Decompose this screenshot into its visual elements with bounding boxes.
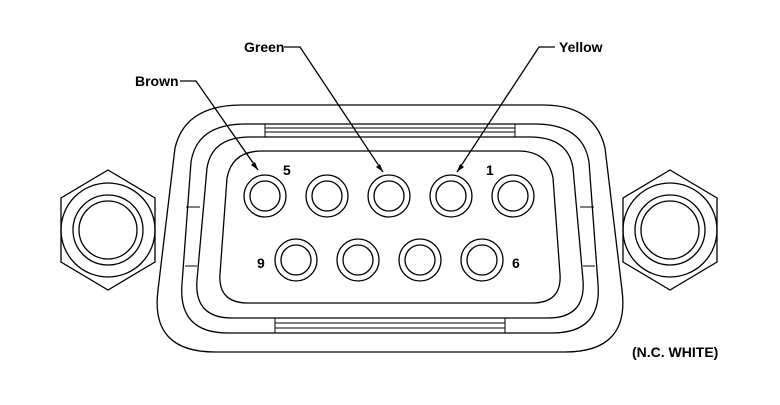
bottom-mating-band xyxy=(274,318,506,333)
right-hex-nut xyxy=(622,169,718,291)
pin-number-5: 5 xyxy=(283,162,291,178)
top-mating-band xyxy=(264,124,516,137)
note-nc-white: (N.C. WHITE) xyxy=(632,344,718,360)
pin-insert xyxy=(219,150,561,304)
pin-number-1: 1 xyxy=(486,162,494,178)
pin-6 xyxy=(460,238,504,282)
pin-8 xyxy=(336,238,380,282)
pin-1 xyxy=(491,174,535,218)
pin-9 xyxy=(274,238,318,282)
shell-inner xyxy=(196,136,584,319)
side-tabs xyxy=(185,206,595,267)
left-hex-nut xyxy=(60,169,156,291)
leader-yellow xyxy=(456,46,555,173)
label-green: Green xyxy=(244,39,284,55)
pin-2 xyxy=(429,174,473,218)
pin-4 xyxy=(305,174,349,218)
pin-number-6: 6 xyxy=(512,255,520,271)
bottom-pin-row xyxy=(274,238,504,282)
top-pin-row xyxy=(243,174,535,218)
label-yellow: Yellow xyxy=(559,39,603,55)
shell-outer xyxy=(181,123,599,334)
label-brown: Brown xyxy=(135,73,179,89)
pin-number-9: 9 xyxy=(257,255,265,271)
leader-brown xyxy=(180,80,259,171)
leader-green xyxy=(284,46,384,173)
pin-3 xyxy=(367,174,411,218)
pin-5 xyxy=(243,174,287,218)
pin-7 xyxy=(398,238,442,282)
outer-flange xyxy=(156,104,624,353)
